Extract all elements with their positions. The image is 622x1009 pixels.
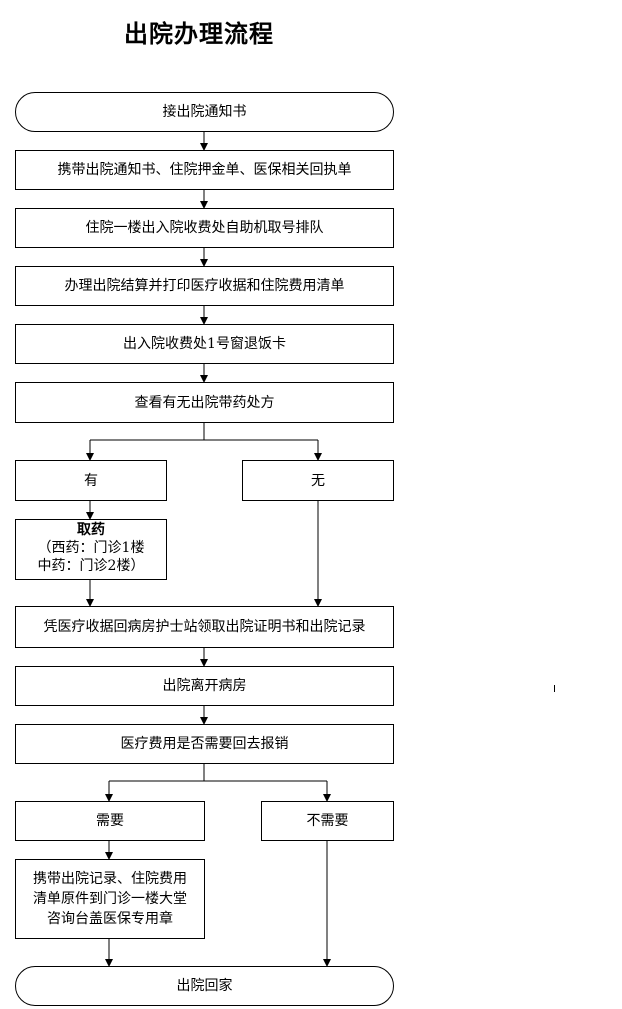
no-need-node: 不需要 bbox=[261, 801, 394, 841]
start-label: 接出院通知书 bbox=[162, 104, 247, 120]
stamp-line-3: 咨询台盖医保专用章 bbox=[47, 911, 173, 927]
has-prescription-node: 有 bbox=[15, 460, 167, 501]
has-prescription-label: 有 bbox=[84, 472, 98, 489]
settle-label: 办理出院结算并打印医疗收据和住院费用清单 bbox=[64, 278, 345, 294]
stamp-step: 携带出院记录、住院费用 清单原件到门诊一楼大堂 咨询台盖医保专用章 bbox=[15, 859, 205, 939]
settle-step: 办理出院结算并打印医疗收据和住院费用清单 bbox=[15, 266, 394, 306]
check-prescription-step: 查看有无出院带药处方 bbox=[15, 382, 394, 423]
bring-documents-label: 携带出院通知书、住院押金单、医保相关回执单 bbox=[57, 162, 352, 178]
check-prescription-label: 查看有无出院带药处方 bbox=[134, 394, 275, 411]
leave-ward-step: 出院离开病房 bbox=[15, 666, 394, 706]
start-node: 接出院通知书 bbox=[15, 92, 394, 132]
no-prescription-label: 无 bbox=[311, 472, 325, 489]
leave-ward-label: 出院离开病房 bbox=[162, 678, 247, 694]
pickup-medicine-step: 取药 （西药：门诊1楼 中药：门诊2楼） bbox=[15, 519, 167, 580]
pickup-title: 取药 bbox=[77, 522, 105, 538]
pickup-line-2: 中药：门诊2楼） bbox=[37, 558, 145, 574]
no-prescription-node: 无 bbox=[242, 460, 394, 501]
certificate-step: 凭医疗收据回病房护士站领取出院证明书和出院记录 bbox=[15, 606, 394, 648]
stamp-line-2: 清单原件到门诊一楼大堂 bbox=[33, 891, 187, 907]
stamp-line-1: 携带出院记录、住院费用 bbox=[33, 871, 187, 887]
need-node: 需要 bbox=[15, 801, 205, 841]
end-label: 出院回家 bbox=[176, 978, 233, 994]
reimburse-question-step: 医疗费用是否需要回去报销 bbox=[15, 724, 394, 764]
bring-documents-step: 携带出院通知书、住院押金单、医保相关回执单 bbox=[15, 150, 394, 190]
reimburse-question-label: 医疗费用是否需要回去报销 bbox=[120, 736, 289, 752]
pickup-line-1: （西药：门诊1楼 bbox=[37, 540, 145, 556]
end-node: 出院回家 bbox=[15, 966, 394, 1006]
refund-card-label: 出入院收费处1号窗退饭卡 bbox=[123, 336, 286, 352]
need-label: 需要 bbox=[96, 813, 124, 829]
certificate-label: 凭医疗收据回病房护士站领取出院证明书和出院记录 bbox=[43, 619, 366, 635]
stray-mark bbox=[554, 685, 555, 692]
queue-label: 住院一楼出入院收费处自助机取号排队 bbox=[85, 220, 324, 236]
no-need-label: 不需要 bbox=[306, 813, 349, 829]
refund-card-step: 出入院收费处1号窗退饭卡 bbox=[15, 324, 394, 364]
page-title: 出院办理流程 bbox=[124, 20, 274, 48]
queue-step: 住院一楼出入院收费处自助机取号排队 bbox=[15, 208, 394, 248]
